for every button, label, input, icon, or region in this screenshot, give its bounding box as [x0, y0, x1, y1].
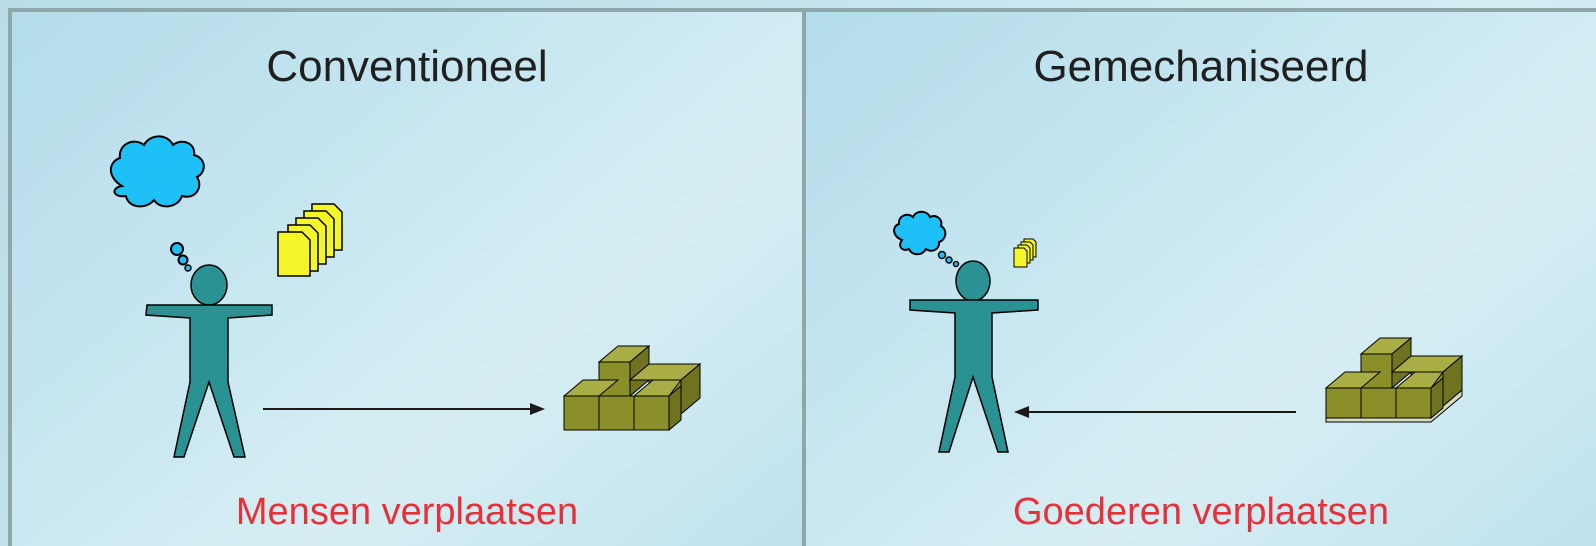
panel-title-conventional: Conventioneel — [266, 42, 548, 91]
documents-icon — [277, 203, 343, 277]
panel-caption-mechanized: Goederen verplaatsen — [1012, 491, 1390, 533]
arrow-left-icon — [1014, 406, 1296, 418]
panel-title-mechanized: Gemechaniseerd — [1033, 42, 1369, 91]
pallet-boxes-icon — [1324, 336, 1464, 423]
conventional-illustration — [109, 135, 702, 458]
person-icon — [909, 260, 1039, 453]
person-icon — [145, 264, 273, 458]
thought-cloud-icon — [893, 210, 960, 268]
thought-cloud-icon — [109, 135, 205, 272]
documents-icon — [1013, 238, 1037, 268]
boxes-icon — [562, 344, 702, 432]
arrow-right-icon — [263, 403, 545, 415]
panel-mechanized: Gemechaniseerd — [802, 8, 1596, 546]
panel-conventional: Conventioneel — [8, 8, 806, 546]
panel-caption-conventional: Mensen verplaatsen — [235, 491, 579, 533]
mechanized-illustration — [893, 210, 1464, 453]
